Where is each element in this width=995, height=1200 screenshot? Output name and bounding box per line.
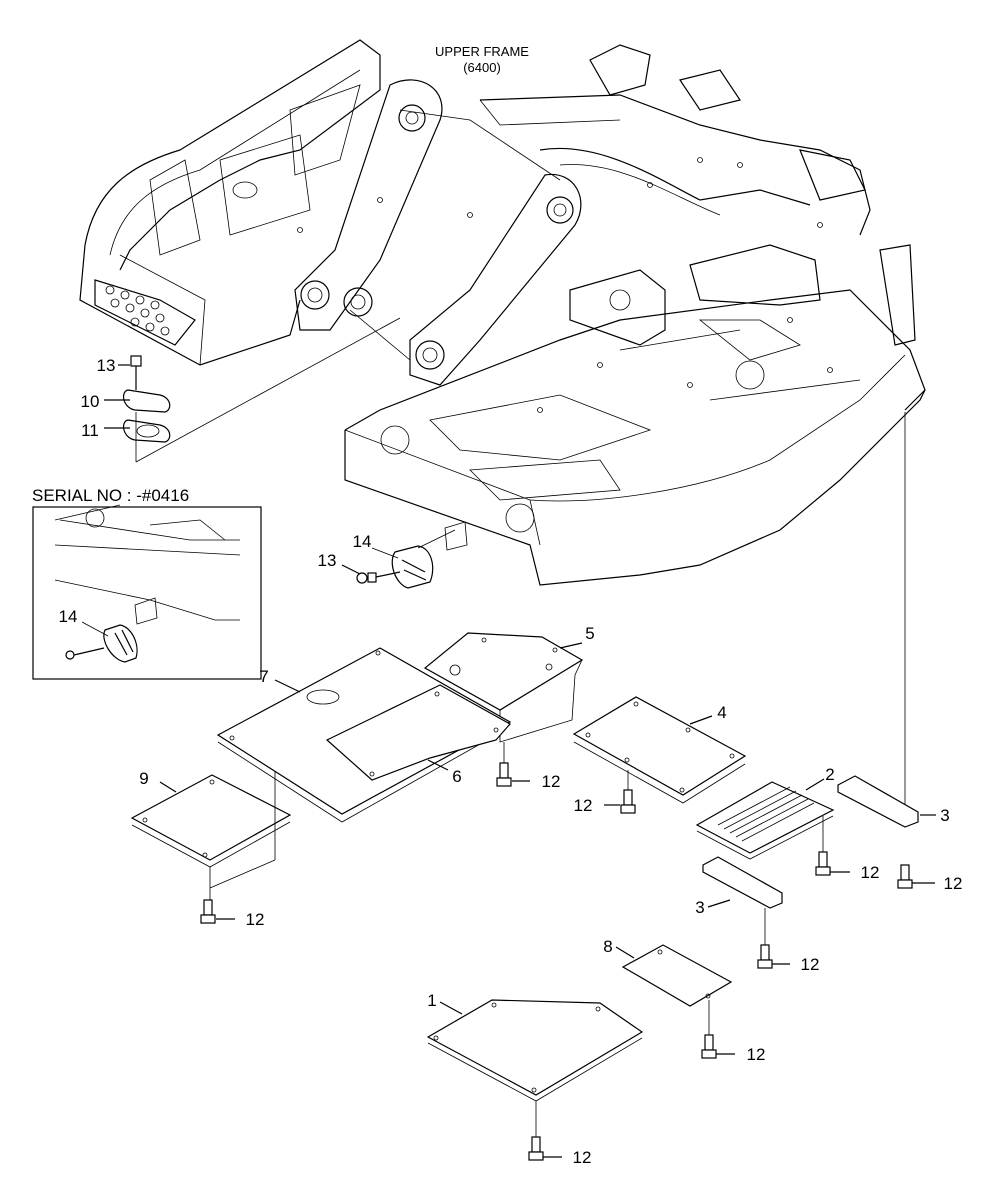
- callout-12-part1: 12: [573, 1148, 592, 1167]
- part-6-plate: [325, 684, 511, 781]
- part-9-plate: [130, 774, 292, 868]
- callout-8: 8: [603, 937, 612, 956]
- callout-12-part2: 12: [861, 863, 880, 882]
- frame-title: UPPER FRAME: [435, 44, 529, 59]
- serial-number-label: SERIAL NO : -#0416: [32, 486, 189, 505]
- callout-12-part5: 12: [542, 772, 561, 791]
- inset-callout-14: 14: [59, 607, 78, 626]
- serial-inset-box: [32, 504, 262, 680]
- callout-12-part4: 12: [574, 796, 593, 815]
- callout-12-part8: 12: [747, 1045, 766, 1064]
- bolts-12: [200, 742, 935, 1161]
- callout-12-part9: 12: [246, 910, 265, 929]
- callout-4: 4: [717, 703, 726, 722]
- callout-6: 6: [452, 767, 461, 786]
- callout-11: 11: [81, 421, 99, 440]
- callout-9: 9: [139, 769, 148, 788]
- part-3-plate-lower: [702, 856, 783, 909]
- callout-5: 5: [585, 624, 594, 643]
- callout-14: 14: [353, 532, 372, 551]
- part-1-plate: [426, 999, 644, 1102]
- callout-7: 7: [259, 667, 268, 686]
- frame-part-number: (6400): [463, 60, 501, 75]
- callout-10: 10: [81, 392, 100, 411]
- upper-frame-drawing: [79, 39, 926, 586]
- part-4-plate: [572, 696, 747, 804]
- callout-13-lower: 13: [318, 551, 337, 570]
- callout-12-part3-right: 12: [944, 874, 963, 893]
- part-2-grille-plate: [695, 778, 835, 860]
- part-14-cover: [341, 529, 456, 589]
- callout-2: 2: [825, 765, 834, 784]
- part-8-plate: [615, 944, 733, 1007]
- callout-1: 1: [427, 991, 436, 1010]
- callout-12-part3-lower: 12: [801, 955, 820, 974]
- callout-13-upper: 13: [97, 356, 116, 375]
- callout-3-lower: 3: [695, 898, 704, 917]
- callout-3-right: 3: [940, 806, 949, 825]
- cover-plate-10-11-group: [104, 317, 401, 463]
- part-3-plate-right: [837, 775, 936, 828]
